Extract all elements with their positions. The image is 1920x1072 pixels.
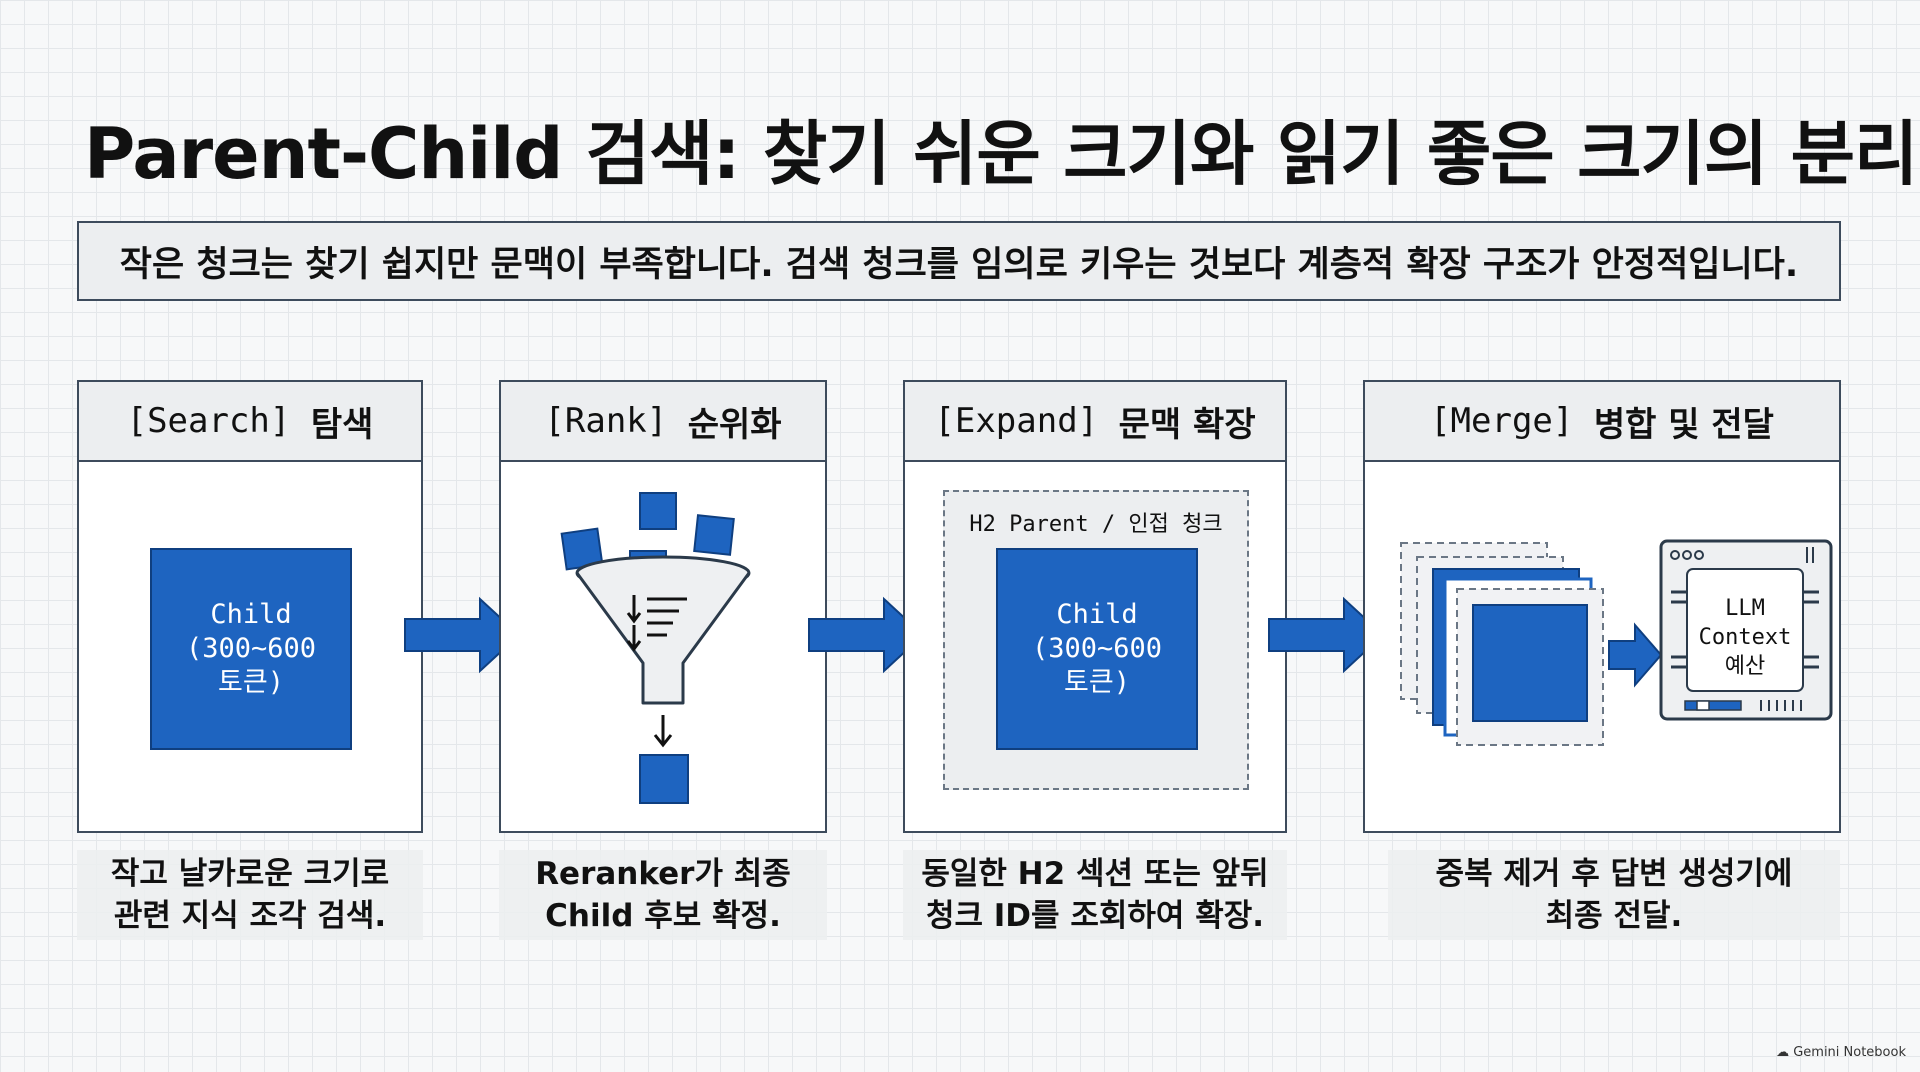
stage-merge-caption: 중복 제거 후 답변 생성기에 최종 전달. (1388, 850, 1840, 940)
stage-search: [Search] 탐색 Child (300~600 토큰) (77, 380, 423, 833)
stage-search-name: 탐색 (310, 404, 374, 445)
stage-search-header: [Search] 탐색 (79, 382, 421, 462)
llm-context-label: LLM Context 예산 (1698, 596, 1792, 679)
stage-merge-tag: [Merge] (1430, 401, 1574, 441)
stage-rank: [Rank] 순위화 (499, 380, 827, 833)
brand-label: ☁ Gemini Notebook (1776, 1045, 1906, 1060)
stage-search-caption: 작고 날카로운 크기로 관련 지식 조각 검색. (77, 850, 423, 940)
brand-icon: ☁ (1776, 1045, 1790, 1060)
page-title: Parent-Child 검색: 찾기 쉬운 크기와 읽기 좋은 크기의 분리 (84, 113, 1918, 195)
stage-merge-name: 병합 및 전달 (1593, 404, 1774, 445)
stage-expand-tag: [Expand] (934, 401, 1099, 441)
stage-expand-header: [Expand] 문맥 확장 (905, 382, 1285, 462)
stage-rank-caption: Reranker가 최종 Child 후보 확정. (499, 850, 827, 940)
stage-expand-name: 문맥 확장 (1118, 404, 1256, 445)
stage-merge: [Merge] 병합 및 전달 LLM Context 예산 (1363, 380, 1841, 833)
parent-chunk-label: H2 Parent / 인접 청크 (969, 512, 1223, 537)
stacked-chunks-icon (1400, 539, 1833, 746)
child-chunk-box: Child (300~600 토큰) (996, 548, 1198, 750)
brand-text: Gemini Notebook (1793, 1045, 1906, 1060)
stage-search-tag: [Search] (126, 401, 291, 441)
funnel-icon (560, 492, 751, 804)
stage-rank-header: [Rank] 순위화 (501, 382, 825, 462)
stage-expand-caption: 동일한 H2 섹션 또는 앞뒤 청크 ID를 조회하여 확장. (903, 850, 1287, 940)
stage-rank-tag: [Rank] (544, 401, 668, 441)
child-chunk-box: Child (300~600 토큰) (150, 548, 352, 750)
stage-rank-name: 순위화 (687, 404, 782, 445)
stage-merge-header: [Merge] 병합 및 전달 (1365, 382, 1839, 462)
stage-expand: [Expand] 문맥 확장 H2 Parent / 인접 청크 Child (… (903, 380, 1287, 833)
summary-text: 작은 청크는 찾기 쉽지만 문맥이 부족합니다. 검색 청크를 임의로 키우는 … (119, 244, 1799, 285)
summary-banner: 작은 청크는 찾기 쉽지만 문맥이 부족합니다. 검색 청크를 임의로 키우는 … (77, 221, 1841, 301)
